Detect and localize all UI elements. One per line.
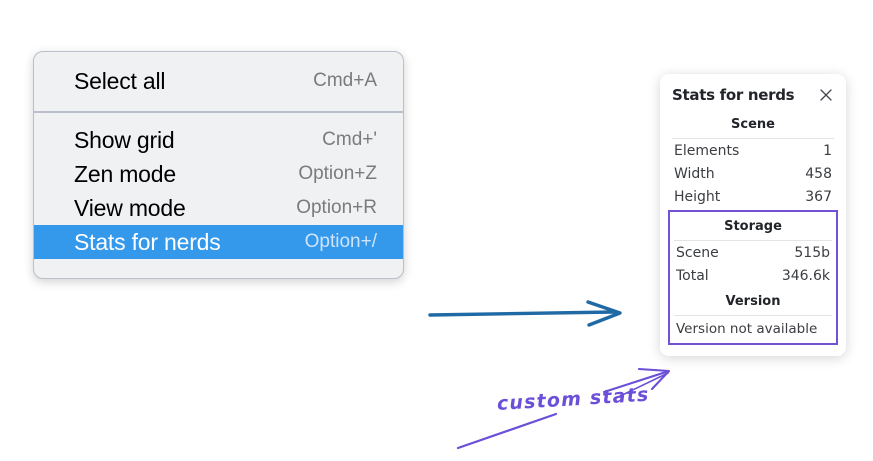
stat-row: Height 367 [672,185,834,208]
menu-item-shortcut: Cmd+A [313,70,377,91]
stat-label: Total [676,268,709,284]
menu-item-shortcut: Option+/ [304,231,377,252]
stat-row: Scene 515b [674,241,832,264]
scene-section: Scene Elements 1 Width 458 Height 367 [672,110,834,208]
menu-item-label: Show grid [74,126,175,153]
menu-section-primary: Select all Cmd+A [34,52,403,113]
stat-label: Elements [674,143,740,159]
menu-item-shortcut: Option+R [296,197,377,218]
stats-for-nerds-panel: Stats for nerds Scene Elements 1 Width 4… [660,74,846,356]
menu-section-view: Show grid Cmd+' Zen mode Option+Z View m… [34,113,403,278]
version-section-heading: Version [674,287,832,316]
menu-item-show-grid[interactable]: Show grid Cmd+' [34,123,403,157]
menu-item-label: Stats for nerds [74,228,221,255]
stat-value: 346.6k [781,268,830,284]
menu-item-shortcut: Cmd+' [322,129,377,150]
version-note: Version not available [676,321,818,337]
menu-item-label: View mode [74,194,186,221]
menu-item-select-all[interactable]: Select all Cmd+A [34,64,403,98]
purple-underline-stroke [456,412,558,450]
custom-stats-highlight-box: Storage Scene 515b Total 346.6k Version … [668,210,838,345]
menu-item-label: Select all [74,67,166,94]
stat-label: Scene [676,245,719,261]
stat-label: Height [674,189,721,205]
stat-row: Elements 1 [672,139,834,162]
stat-row: Width 458 [672,162,834,185]
stat-row: Total 346.6k [674,264,832,287]
close-icon[interactable] [818,87,834,103]
blue-arrow-icon [428,300,622,327]
stat-value: 458 [805,166,832,182]
menu-item-view-mode[interactable]: View mode Option+R [34,191,403,225]
menu-item-zen-mode[interactable]: Zen mode Option+Z [34,157,403,191]
context-menu: Select all Cmd+A Show grid Cmd+' Zen mod… [33,51,404,279]
stat-value: 367 [805,189,832,205]
panel-header: Stats for nerds [672,84,834,110]
menu-item-label: Zen mode [74,160,176,187]
storage-section-heading: Storage [674,212,832,241]
menu-item-shortcut: Option+Z [298,163,377,184]
stat-label: Width [674,166,715,182]
stat-value: 515b [794,245,830,261]
version-section: Version Version not available [674,287,832,340]
menu-item-stats-for-nerds[interactable]: Stats for nerds Option+/ [34,225,403,259]
panel-title: Stats for nerds [672,86,795,104]
menu-footer-spacer [34,259,403,278]
stat-value: 1 [823,143,832,159]
custom-stats-annotation-label: custom stats [496,383,651,415]
scene-section-heading: Scene [672,110,834,139]
storage-section: Storage Scene 515b Total 346.6k [674,212,832,287]
